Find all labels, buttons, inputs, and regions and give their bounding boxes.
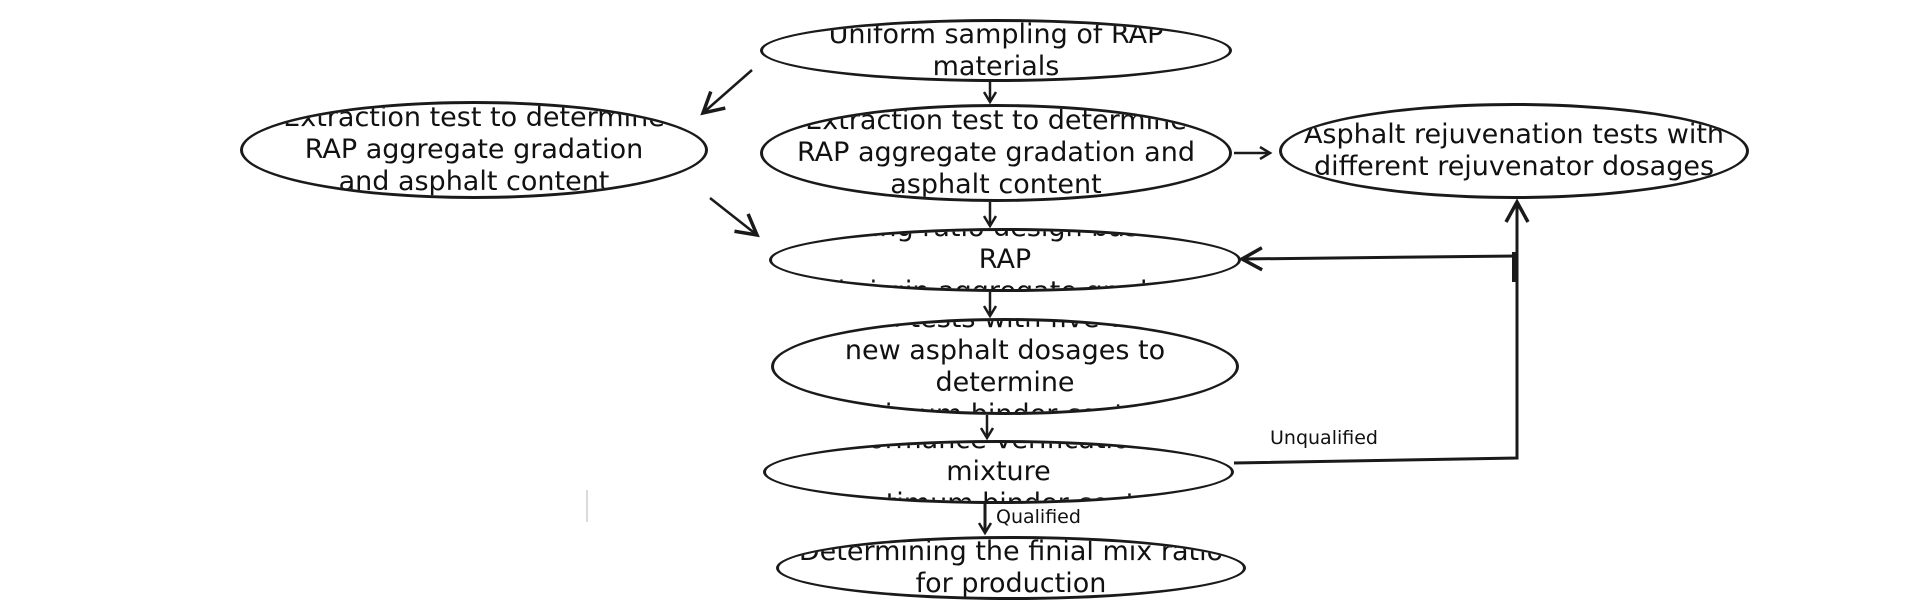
node-asphalt-rejuvenation-tests: Asphalt rejuvenation tests with differen… [1279, 103, 1749, 199]
node-performance-verification: Performance verification of mixture at o… [763, 440, 1234, 504]
arrow-extraction-left-to-blending [709, 197, 760, 238]
label-unqualified: Unqualified [1270, 427, 1378, 449]
node-blending-ratio-design: Blending ratio design based on RAP and v… [769, 228, 1241, 292]
feedback-line-unqualified [1233, 255, 1519, 465]
node-marshall-tests: Marshall tests with five different new a… [771, 318, 1239, 415]
node-final-mix-ratio: Determining the finial mix ratio for pro… [776, 536, 1246, 600]
node-uniform-sampling: Uniform sampling of RAP materials [760, 19, 1232, 82]
arrow-sampling-to-extraction-left [700, 69, 753, 116]
node-extraction-test-left: Extraction test to determine RAP aggrega… [240, 101, 708, 199]
label-qualified: Qualified [996, 506, 1081, 528]
arrow-feedback-to-blending [1238, 246, 1518, 272]
node-extraction-test-center: Extraction test to determine RAP aggrega… [760, 104, 1232, 202]
